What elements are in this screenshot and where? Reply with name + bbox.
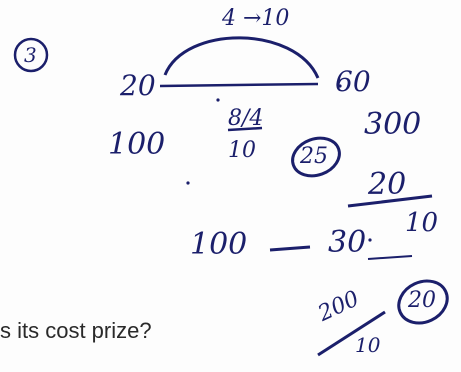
middle-line (159, 82, 319, 88)
stacked-numerator: 20 (368, 167, 407, 202)
dash-mark (269, 245, 311, 252)
question-number: 3 (24, 43, 37, 67)
bottom-fraction-bar (317, 310, 386, 357)
middle-fraction-numerator: 8/4 (228, 106, 264, 131)
fraction-bar-2 (347, 194, 433, 208)
question-number-circle (13, 37, 49, 73)
right-value: 60 (335, 65, 371, 98)
bottom-circled-answer: 20 (408, 288, 436, 313)
left-value: 20 (120, 69, 156, 102)
top-arc (163, 36, 320, 79)
top-ratio: 4 →10 (222, 6, 290, 31)
left-low-value: 100 (108, 127, 166, 162)
bottom-answer-circle (397, 279, 449, 325)
stacked-denominator: 10 (405, 208, 439, 238)
right-low-value: 300 (364, 107, 422, 142)
circled-answer: 25 (300, 144, 328, 169)
bottom-left-value: 100 (190, 227, 248, 262)
fraction-bar-1 (227, 126, 263, 132)
underline-mark (367, 255, 413, 260)
bottom-middle-value: 30 (328, 225, 367, 260)
middle-fraction-denominator: 10 (228, 138, 256, 163)
printed-question-fragment: s its cost prize? (0, 318, 152, 343)
answer-circle (291, 136, 341, 178)
bottom-fraction-denominator: 10 (355, 333, 381, 357)
